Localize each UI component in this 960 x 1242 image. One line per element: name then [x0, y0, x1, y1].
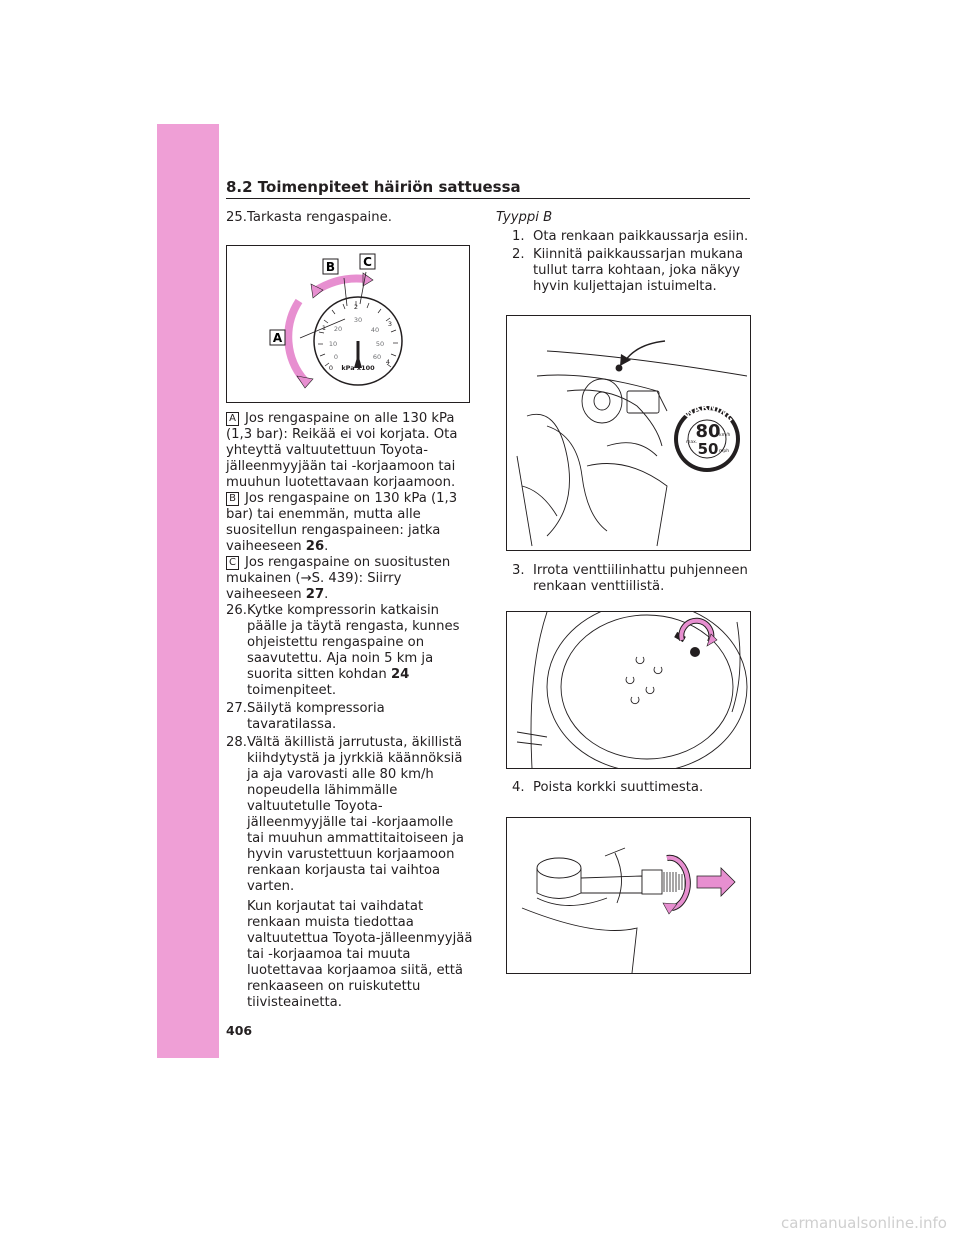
car-interior-figure: WARNING 80 50 max. km/h mph	[506, 315, 751, 551]
sticker-kmh-unit: km/h	[719, 432, 731, 438]
gauge-tick-inner-4: 40	[371, 326, 379, 334]
right-column-step4: 4. Poista korkki suuttimesta.	[496, 780, 750, 798]
chapter-side-band	[157, 124, 219, 1058]
gauge-tick-inner-0: 0	[334, 353, 338, 361]
page-number: 406	[226, 1023, 253, 1038]
gauge-tick-inner-6: 60	[373, 353, 381, 361]
note-c-label: C	[226, 556, 239, 570]
pressure-gauge-figure: 0 1 2 3 4 0 10 20 30 40 50 60 kPa x100 A…	[226, 245, 470, 403]
sticker-kmh-value: 80	[695, 421, 720, 442]
sticker-mph-unit: mph	[719, 448, 729, 454]
step-4: 4. Poista korkki suuttimesta.	[512, 780, 704, 795]
gauge-tick-inner-3: 30	[354, 316, 362, 324]
gauge-tick-outer-2: 2	[354, 303, 358, 311]
callout-a: A	[273, 331, 283, 345]
sticker-max-label: max.	[686, 440, 697, 445]
gauge-tick-inner-5: 50	[376, 340, 384, 348]
step-3: 3. Irrota venttiilinhattu puhjenneen ren…	[512, 563, 748, 594]
type-heading: Tyyppi B	[496, 210, 553, 225]
step-1: 1. Ota renkaan paikkaussarja esiin.	[512, 229, 749, 244]
left-column-top: 25. Tarkasta rengaspaine.	[226, 210, 472, 228]
callout-c: C	[363, 255, 372, 269]
gauge-tick-inner-2: 20	[334, 325, 342, 333]
sticker-mph-value: 50	[698, 440, 719, 458]
note-c-text: Jos rengaspaine on suositusten mukainen …	[226, 555, 451, 602]
note-b-text: Jos rengaspaine on 130 kPa (1,3 bar) tai…	[226, 491, 458, 554]
valve-cap-figure	[506, 611, 751, 769]
section-divider	[226, 198, 750, 199]
note-a-text: Jos rengaspaine on alle 130 kPa (1,3 bar…	[226, 411, 458, 490]
nozzle-cap-figure	[506, 817, 751, 974]
note-b-ref: 26	[305, 539, 325, 554]
gauge-tick-outer-4: 4	[386, 358, 390, 366]
right-column-top: Tyyppi B 1. Ota renkaan paikkaussarja es…	[496, 210, 750, 297]
step-25: 25. Tarkasta rengaspaine.	[226, 210, 392, 225]
watermark-text: carmanualsonline.info	[781, 1214, 947, 1232]
section-title: 8.2 Toimenpiteet häiriön sattuessa	[226, 178, 521, 196]
note-a-label: A	[226, 412, 239, 426]
gauge-unit-label: kPa x100	[341, 364, 375, 372]
step-26: 26. Kytke kompressorin katkaisin päälle …	[226, 603, 460, 698]
gauge-tick-inner-1: 10	[329, 340, 337, 348]
step-27: 27. Säilytä kompressoria tavaratilassa.	[226, 701, 385, 732]
arrow-b-shape	[312, 274, 366, 295]
step-26-ref: 24	[390, 667, 410, 682]
arrow-a-shape	[284, 298, 309, 384]
note-c-ref: 27	[305, 587, 325, 602]
step-28: 28. Vältä äkillistä jarrutusta, äkillist…	[226, 735, 465, 894]
right-column-step3: 3. Irrota venttiilinhattu puhjenneen ren…	[496, 563, 750, 597]
note-b-label: B	[226, 492, 239, 506]
gauge-tick-outer-0: 0	[329, 364, 333, 372]
callout-b: B	[326, 260, 335, 274]
gauge-tick-outer-3: 3	[388, 320, 392, 328]
step-28-extra: Kun korjautat tai vaihdatat renkaan muis…	[247, 899, 473, 1010]
step-2: 2. Kiinnitä paikkaussarjan mukana tullut…	[512, 247, 744, 294]
